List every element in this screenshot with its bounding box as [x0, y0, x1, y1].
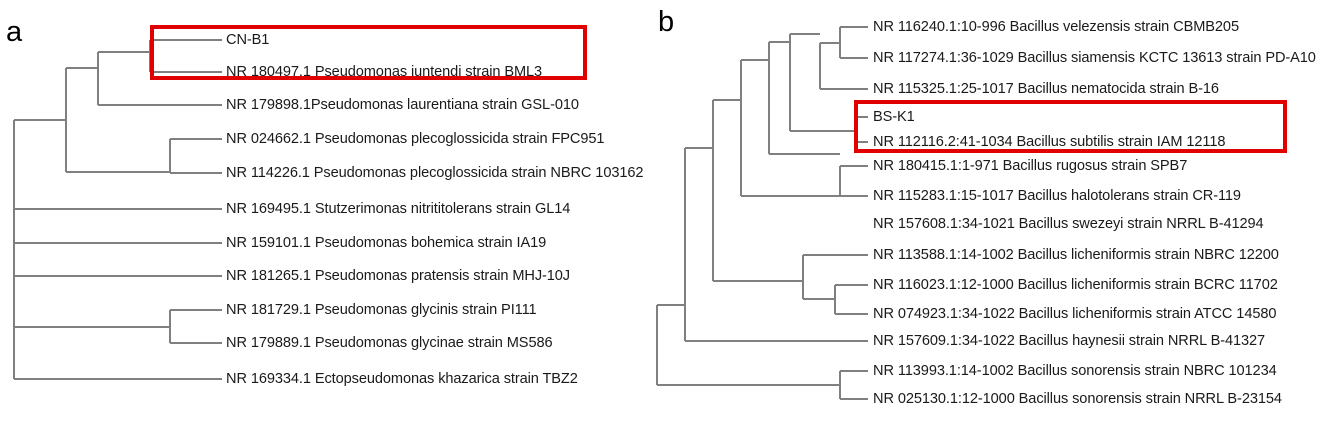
leaf-label: NR 157608.1:34-1021 Bacillus swezeyi str…: [873, 216, 1264, 232]
leaf-label: NR 116023.1:12-1000 Bacillus licheniform…: [873, 277, 1278, 293]
leaf-label: NR 115325.1:25-1017 Bacillus nematocida …: [873, 81, 1219, 97]
leaf-label: NR 157609.1:34-1022 Bacillus haynesii st…: [873, 333, 1266, 349]
leaf-label: NR 169334.1 Ectopseudomonas khazarica st…: [226, 371, 578, 387]
leaf-label: NR 114226.1 Pseudomonas plecoglossicida …: [226, 165, 644, 181]
panel-b-tree-branches: [656, 26, 868, 400]
leaf-label: NR 180497.1 Pseudomonas juntendi strain …: [226, 64, 543, 80]
leaf-label: NR 074923.1:34-1022 Bacillus licheniform…: [873, 306, 1277, 322]
panel-a-letter: a: [6, 16, 23, 48]
leaf-label: NR 112116.2:41-1034 Bacillus subtilis st…: [873, 134, 1226, 150]
leaf-label: NR 179889.1 Pseudomonas glycinae strain …: [226, 335, 553, 351]
leaf-label: NR 159101.1 Pseudomonas bohemica strain …: [226, 235, 547, 251]
panel-b-letter: b: [658, 6, 675, 38]
leaf-label: NR 180415.1:1-971 Bacillus rugosus strai…: [873, 158, 1188, 174]
panel-b: b: [650, 0, 1342, 436]
leaf-label: BS-K1: [873, 109, 915, 125]
leaf-label: NR 115283.1:15-1017 Bacillus halotoleran…: [873, 188, 1241, 204]
leaf-label: NR 024662.1 Pseudomonas plecoglossicida …: [226, 131, 605, 147]
panel-a-tree-branches: [13, 39, 222, 380]
highlight-box-panel-a: [150, 25, 587, 80]
leaf-label: NR 113588.1:14-1002 Bacillus licheniform…: [873, 247, 1279, 263]
leaf-label: NR 113993.1:14-1002 Bacillus sonorensis …: [873, 363, 1277, 379]
leaf-label: NR 179898.1Pseudomonas laurentiana strai…: [226, 97, 579, 113]
leaf-label: NR 169495.1 Stutzerimonas nitrititoleran…: [226, 201, 571, 217]
highlight-box-panel-b: [854, 100, 1287, 153]
leaf-label: NR 117274.1:36-1029 Bacillus siamensis K…: [873, 50, 1316, 66]
leaf-label: NR 116240.1:10-996 Bacillus velezensis s…: [873, 19, 1239, 35]
leaf-label: NR 025130.1:12-1000 Bacillus sonorensis …: [873, 391, 1282, 407]
leaf-label: NR 181729.1 Pseudomonas glycinis strain …: [226, 302, 537, 318]
leaf-label: NR 181265.1 Pseudomonas pratensis strain…: [226, 268, 571, 284]
panel-a: a: [0, 0, 660, 436]
leaf-label: CN-B1: [226, 32, 270, 48]
